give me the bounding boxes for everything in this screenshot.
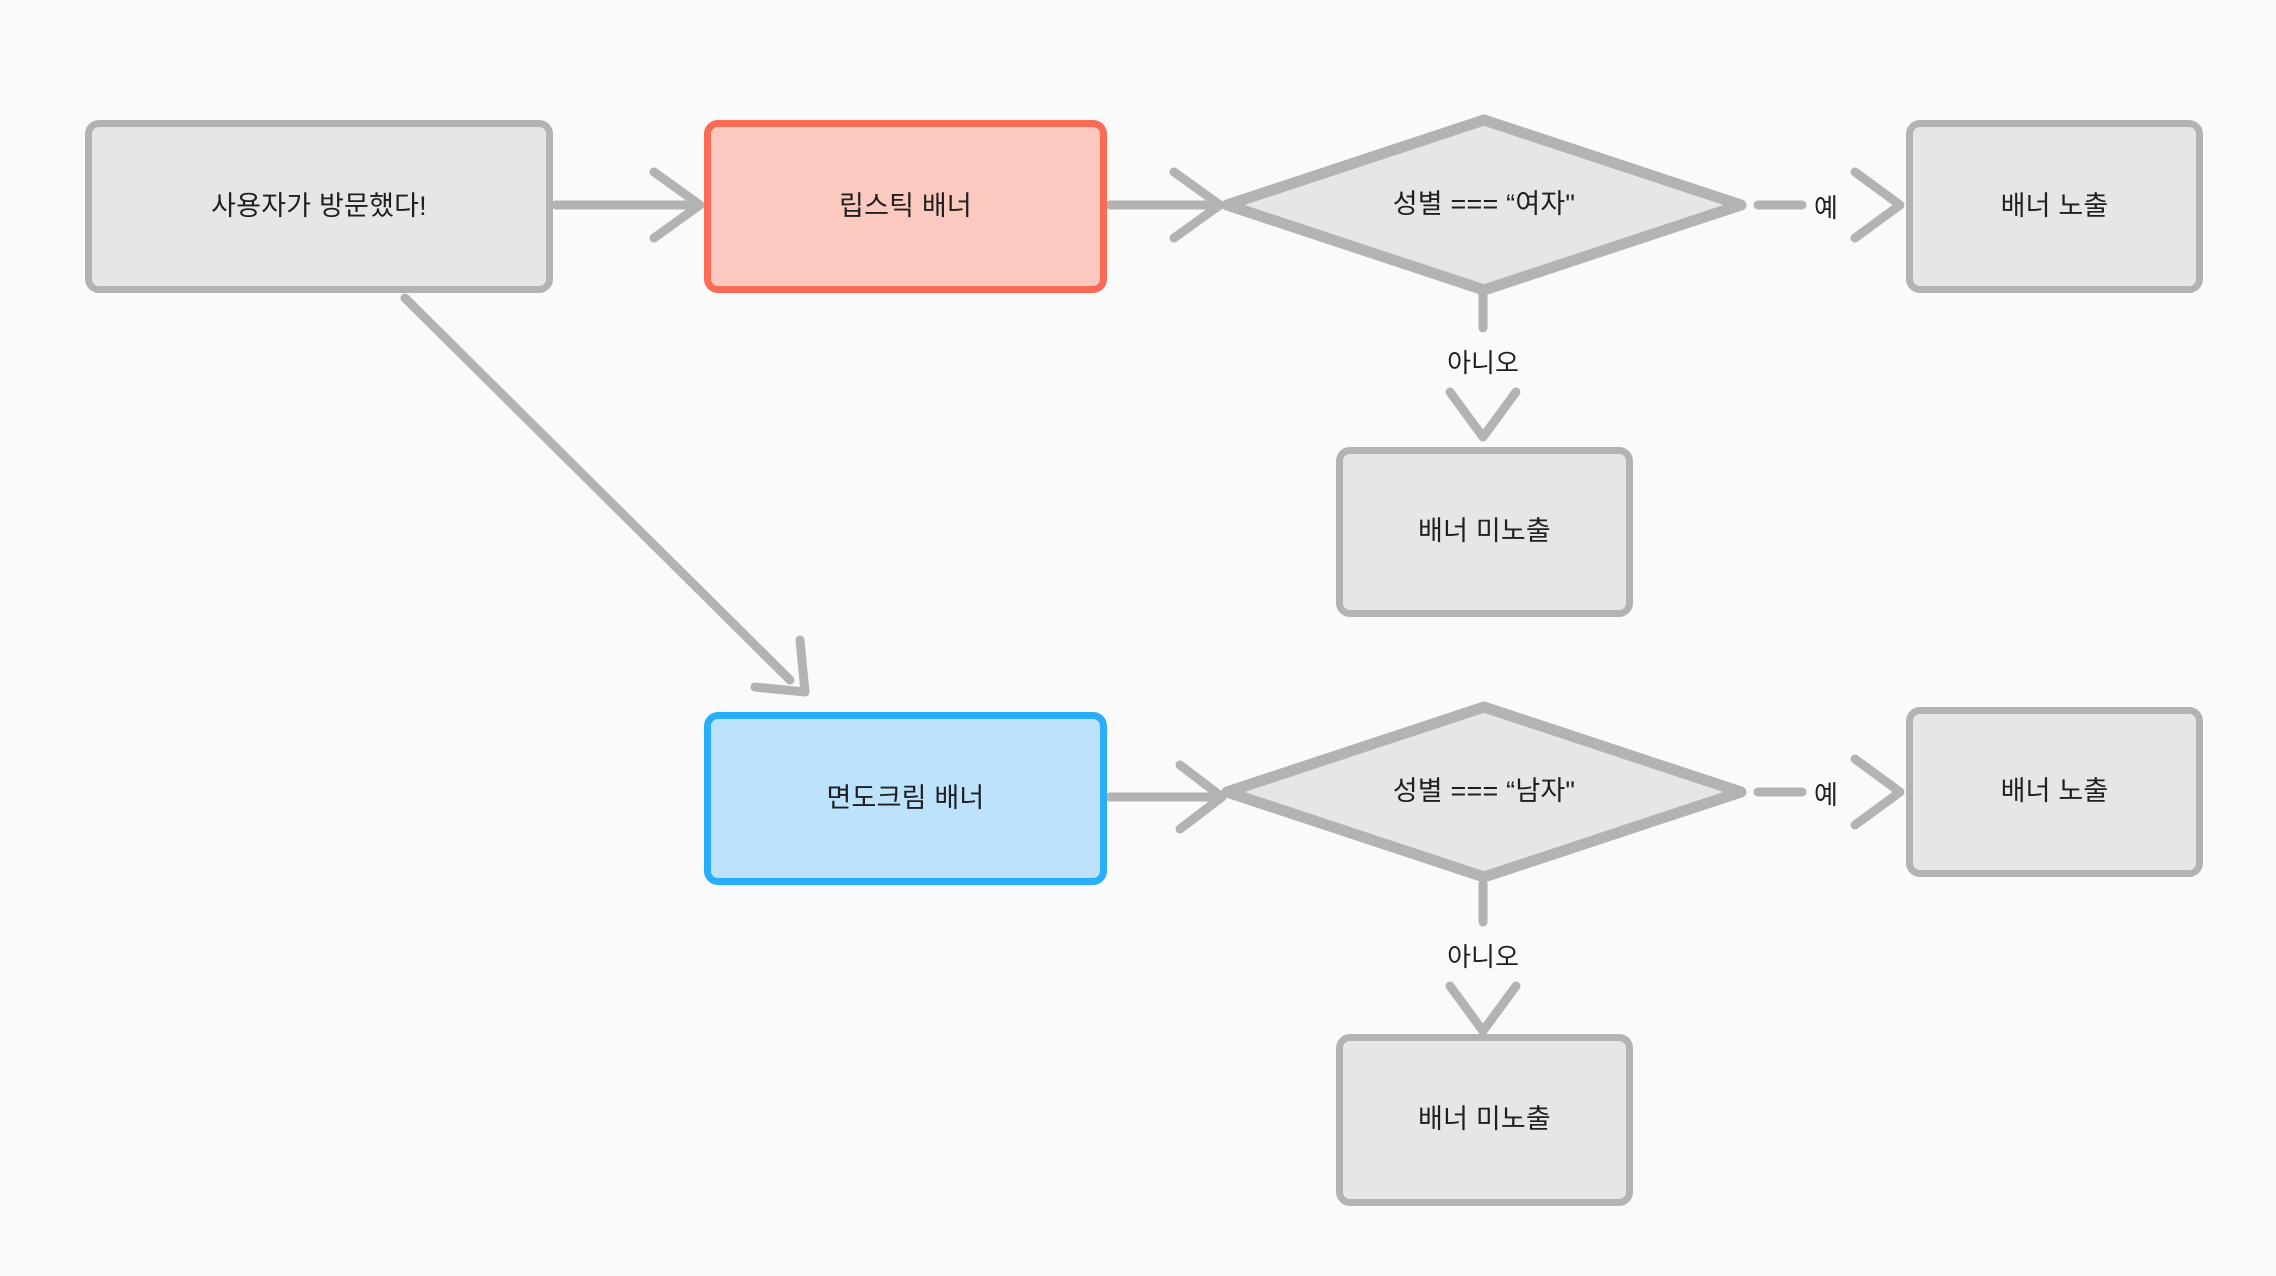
node-lipstick-banner-label: 립스틱 배너 <box>839 190 972 221</box>
edge-shavecream-to-cond-male <box>1105 760 1227 834</box>
edge-lipstick-to-cond-female <box>1105 167 1225 243</box>
node-show-banner-top-label: 배너 노출 <box>2000 190 2109 221</box>
node-condition-male[interactable]: 성별 === “남자" <box>1220 700 1748 884</box>
diamond-shape <box>1221 701 1747 883</box>
node-show-banner-top[interactable]: 배너 노출 <box>1906 120 2203 293</box>
edge-label-no-bottom: 아니오 <box>1447 942 1519 972</box>
node-shavecream-banner-label: 면도크림 배너 <box>826 782 985 813</box>
node-start-label: 사용자가 방문했다! <box>211 190 427 221</box>
edge-start-to-shavecream <box>400 293 810 697</box>
node-hide-banner-bottom[interactable]: 배너 미노출 <box>1336 1034 1633 1206</box>
node-hide-banner-bottom-label: 배너 미노출 <box>1418 1104 1551 1135</box>
node-condition-female-label: 성별 === “여자" <box>1392 189 1576 220</box>
edge-label-no-top: 아니오 <box>1447 348 1519 378</box>
diamond-shape <box>1221 114 1747 296</box>
node-shavecream-banner[interactable]: 면도크림 배너 <box>704 712 1107 885</box>
edge-label-yes-top: 예 <box>1814 193 1838 223</box>
node-lipstick-banner[interactable]: 립스틱 배너 <box>704 120 1107 293</box>
node-show-banner-bottom[interactable]: 배너 노출 <box>1906 707 2203 877</box>
node-condition-female[interactable]: 성별 === “여자" <box>1220 113 1748 297</box>
node-hide-banner-top[interactable]: 배너 미노출 <box>1336 447 1633 617</box>
node-show-banner-bottom-label: 배너 노출 <box>2000 776 2109 807</box>
node-condition-male-label: 성별 === “남자" <box>1392 776 1576 807</box>
node-start[interactable]: 사용자가 방문했다! <box>85 120 553 293</box>
edge-label-yes-bottom: 예 <box>1814 780 1838 810</box>
node-hide-banner-top-label: 배너 미노출 <box>1418 516 1551 547</box>
edge-start-to-lipstick <box>551 167 705 243</box>
